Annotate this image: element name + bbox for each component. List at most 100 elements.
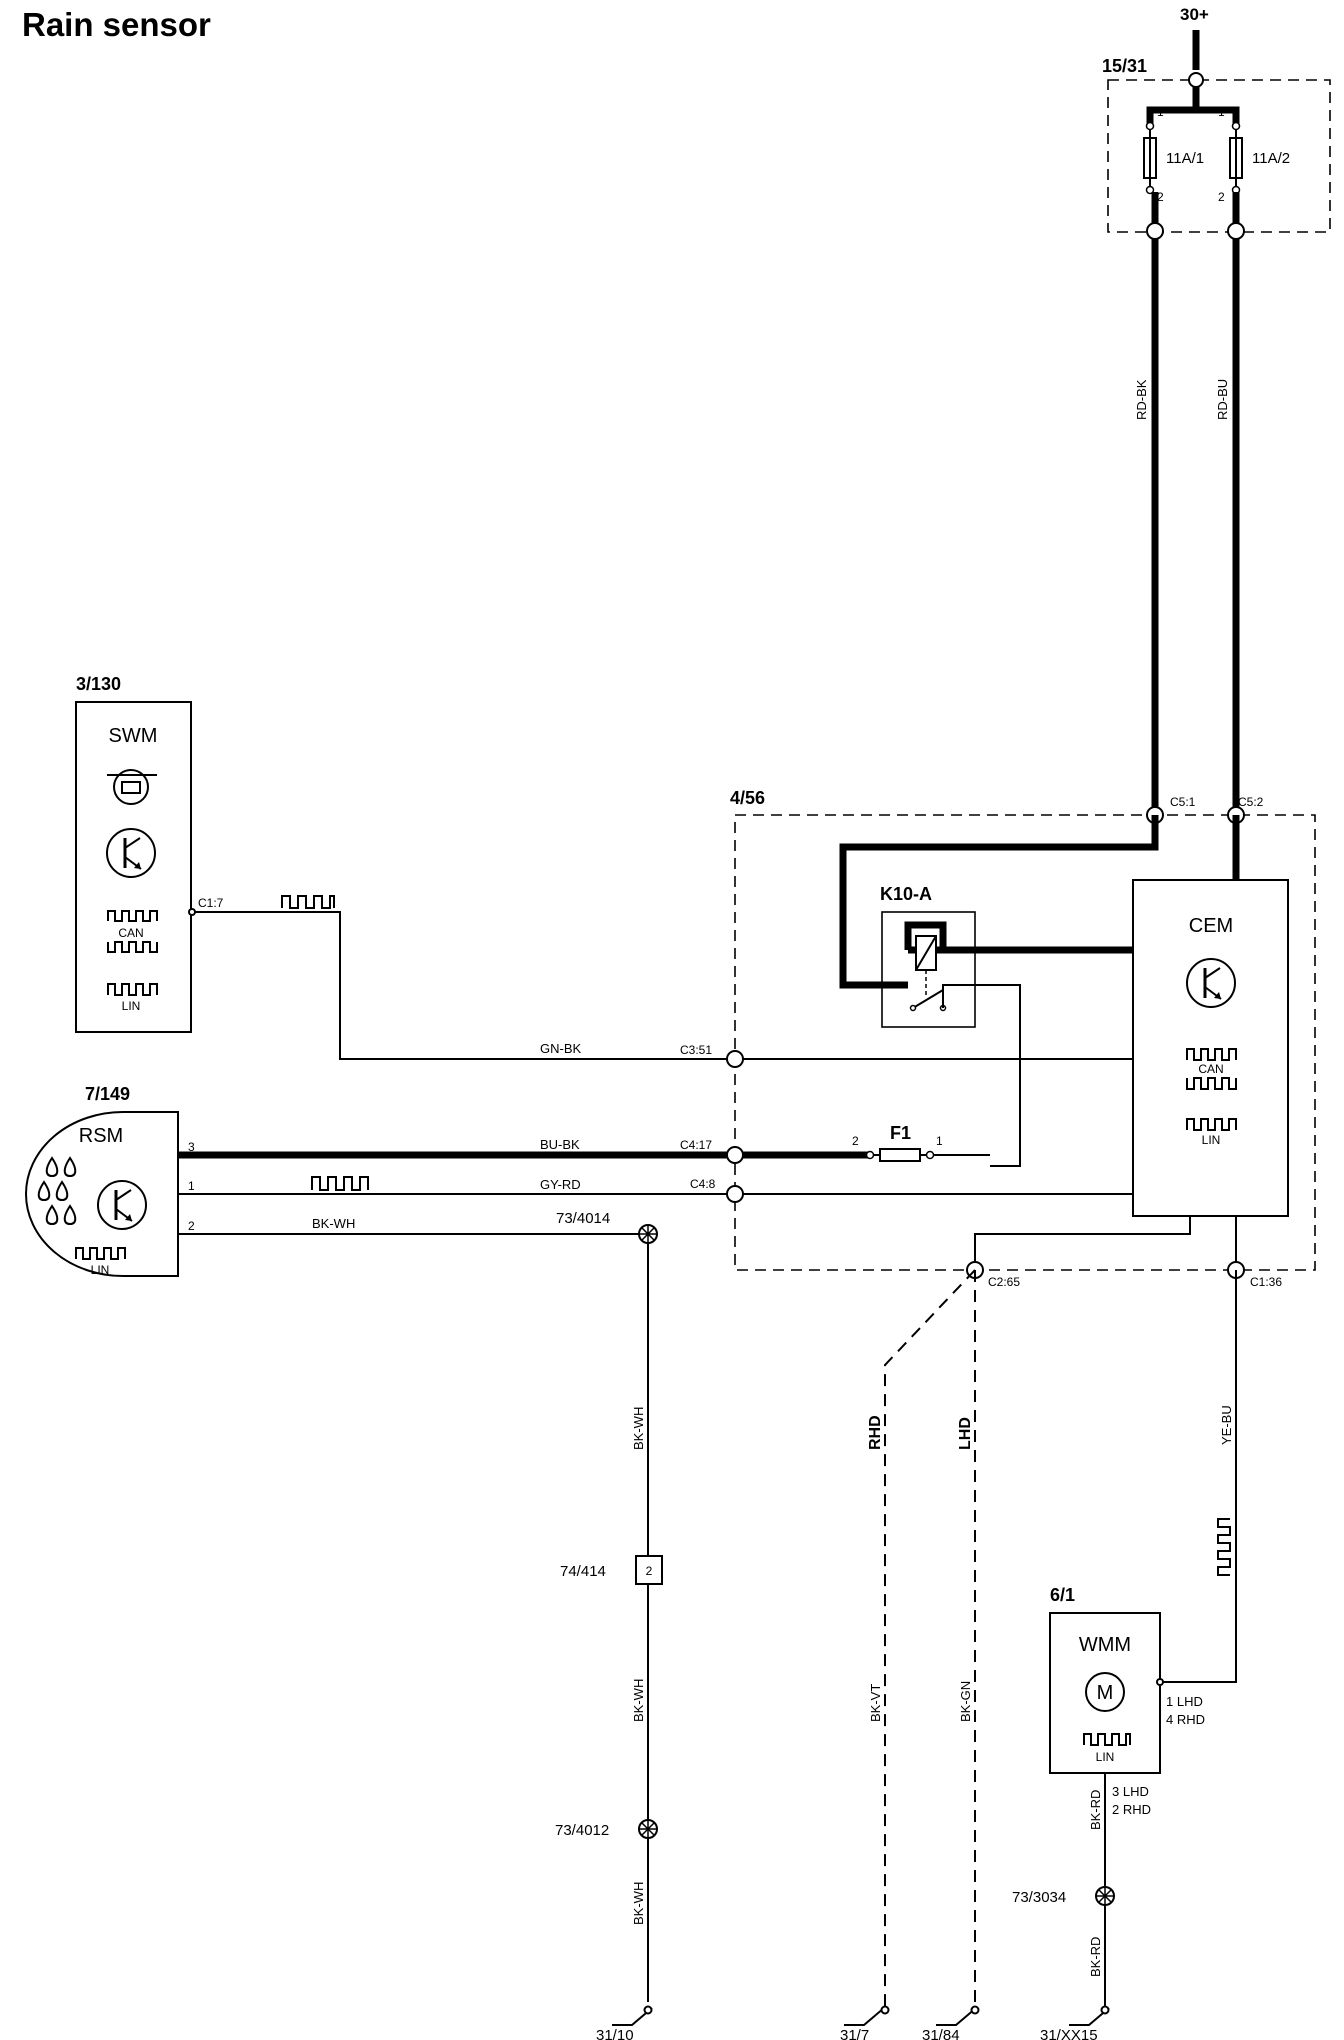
wire-label-ye-bu: YE-BU xyxy=(1219,1405,1234,1445)
fuse-11a-2 xyxy=(1229,121,1243,195)
ground-31-7-icon xyxy=(844,2005,890,2026)
transistor-icon xyxy=(97,1180,147,1230)
wmm-lin-label: LIN xyxy=(1096,1750,1115,1764)
wmm-pin-4-rhd: 4 RHD xyxy=(1166,1712,1205,1727)
swm-module xyxy=(75,701,192,1033)
f1-pin-2-dot xyxy=(865,1150,875,1160)
cem-code: 4/56 xyxy=(730,788,765,808)
cem-module xyxy=(1132,879,1289,1217)
supply-label: 30+ xyxy=(1180,5,1209,24)
swm-can-label: CAN xyxy=(118,926,143,940)
cem-lin-label: LIN xyxy=(1202,1133,1221,1147)
connector-74-414-label: 74/414 xyxy=(560,1563,606,1580)
ground-31-10: 31/10 xyxy=(596,2027,634,2040)
relay-output-wire xyxy=(942,984,1021,1167)
f1-pin-1-dot xyxy=(925,1150,935,1160)
relay-k10-a xyxy=(881,911,976,1028)
wmm-pin-3-lhd: 3 LHD xyxy=(1112,1784,1149,1799)
variant-lhd: LHD xyxy=(957,1417,974,1450)
ground-31-xx15-icon xyxy=(1069,2005,1110,2026)
splice-73-3034-label: 73/3034 xyxy=(1012,1889,1066,1906)
rsm-code: 7/149 xyxy=(85,1084,130,1104)
ground-31-xx15: 31/XX15 xyxy=(1040,2027,1098,2040)
swm-name: SWM xyxy=(109,725,158,747)
fuse-11a-1-label: 11A/1 xyxy=(1166,150,1204,167)
wire-label-rd-bu: RD-BU xyxy=(1215,379,1230,420)
connector-c4-17: C4:17 xyxy=(680,1138,712,1152)
ground-31-7: 31/7 xyxy=(840,2027,869,2040)
c4-17-node xyxy=(726,1146,744,1164)
wire-rhd-bk-vt xyxy=(884,1269,976,2012)
connector-c2-65: C2:65 xyxy=(988,1275,1020,1289)
fuse-11a-2-pin-1: 1 xyxy=(1218,105,1225,119)
relay-label: K10-A xyxy=(880,884,932,904)
connector-c1-36: C1:36 xyxy=(1250,1275,1282,1289)
splice-73-4014-icon xyxy=(638,1224,658,1244)
lin-signal-icon xyxy=(75,1247,126,1260)
wire-label-bk-gn: BK-GN xyxy=(958,1681,973,1722)
relay-coil-diagonal xyxy=(915,935,937,971)
raindrops-icon xyxy=(37,1156,77,1226)
wire-label-bu-bk: BU-BK xyxy=(540,1137,580,1152)
wmm-code: 6/1 xyxy=(1050,1585,1075,1605)
wmm-pin-top xyxy=(1156,1678,1164,1686)
cem-name: CEM xyxy=(1189,915,1233,937)
fuse-11a-2-pin-2: 2 xyxy=(1218,190,1225,204)
relay-switch-icon xyxy=(912,989,944,1009)
lin-signal-icon xyxy=(1186,1118,1237,1131)
fuse-f1-pin-2: 2 xyxy=(852,1134,859,1148)
swm-c1-7-pin xyxy=(188,908,196,916)
signal-pulse-icon xyxy=(311,1176,369,1191)
wire-gn-bk xyxy=(195,911,735,1060)
fuse-11a-1-pin-2: 2 xyxy=(1157,190,1164,204)
c4-8-node xyxy=(726,1185,744,1203)
variant-rhd: RHD xyxy=(867,1415,884,1450)
rsm-pin-3: 3 xyxy=(188,1140,195,1154)
wmm-pin-2-rhd: 2 RHD xyxy=(1112,1802,1151,1817)
fuse-f1-pin-1: 1 xyxy=(936,1134,943,1148)
ground-31-84: 31/84 xyxy=(922,2027,960,2040)
lin-signal-icon xyxy=(1083,1733,1131,1746)
cem-can-label: CAN xyxy=(1198,1062,1223,1076)
svg-text:M: M xyxy=(1097,1682,1114,1704)
wire-label-rd-bk: RD-BK xyxy=(1134,379,1149,420)
transistor-icon xyxy=(1186,958,1236,1008)
motor-icon: M xyxy=(1085,1672,1125,1712)
fuse-f1-label: F1 xyxy=(890,1123,911,1143)
rsm-name: RSM xyxy=(79,1125,123,1147)
relay-contact-1 xyxy=(909,1004,917,1012)
splice-73-4012-icon xyxy=(638,1819,658,1839)
wire-label-gy-rd: GY-RD xyxy=(540,1177,581,1192)
lin-signal-icon xyxy=(107,983,158,996)
splice-73-4012-label: 73/4012 xyxy=(555,1822,609,1839)
connector-c5-1: C5:1 xyxy=(1170,795,1196,809)
ground-31-10-icon xyxy=(612,2005,653,2026)
cem-area-outline xyxy=(734,814,1316,1271)
connector-74-414-pin: 2 xyxy=(646,1564,653,1578)
can-signal-inverted-icon xyxy=(1186,1077,1237,1090)
splice-73-3034-icon xyxy=(1095,1886,1115,1906)
fuse-out-node-2 xyxy=(1227,222,1245,240)
wire-label-bk-wh: BK-WH xyxy=(312,1216,355,1231)
transistor-icon xyxy=(106,828,156,878)
fuse-11a-2-label: 11A/2 xyxy=(1252,150,1290,167)
connector-c4-8: C4:8 xyxy=(690,1177,716,1191)
signal-pulse-icon xyxy=(1217,1518,1231,1576)
c3-51-node xyxy=(726,1050,744,1068)
splice-73-4014-label: 73/4014 xyxy=(556,1210,610,1227)
rsm-module xyxy=(25,1111,179,1277)
signal-pulse-icon xyxy=(281,895,335,909)
connector-c3-51: C3:51 xyxy=(680,1043,712,1057)
wmm-pin-1-lhd: 1 LHD xyxy=(1166,1694,1203,1709)
fuse-11a-1-pin-1: 1 xyxy=(1157,105,1164,119)
swm-connector: C1:7 xyxy=(198,896,224,910)
wire-ye-bu xyxy=(1160,1270,1237,1683)
wire-label-bk-wh-3: BK-WH xyxy=(631,1882,646,1925)
page-title: Rain sensor xyxy=(22,6,211,43)
rsm-pin-2: 2 xyxy=(188,1219,195,1233)
fuse-11a-1 xyxy=(1143,121,1157,195)
wire-label-bk-rd-lower: BK-RD xyxy=(1088,1937,1103,1977)
relay-coil-wire xyxy=(904,921,947,950)
wire-label-bk-wh-1: BK-WH xyxy=(631,1407,646,1450)
wire-label-bk-rd: BK-RD xyxy=(1088,1790,1103,1830)
